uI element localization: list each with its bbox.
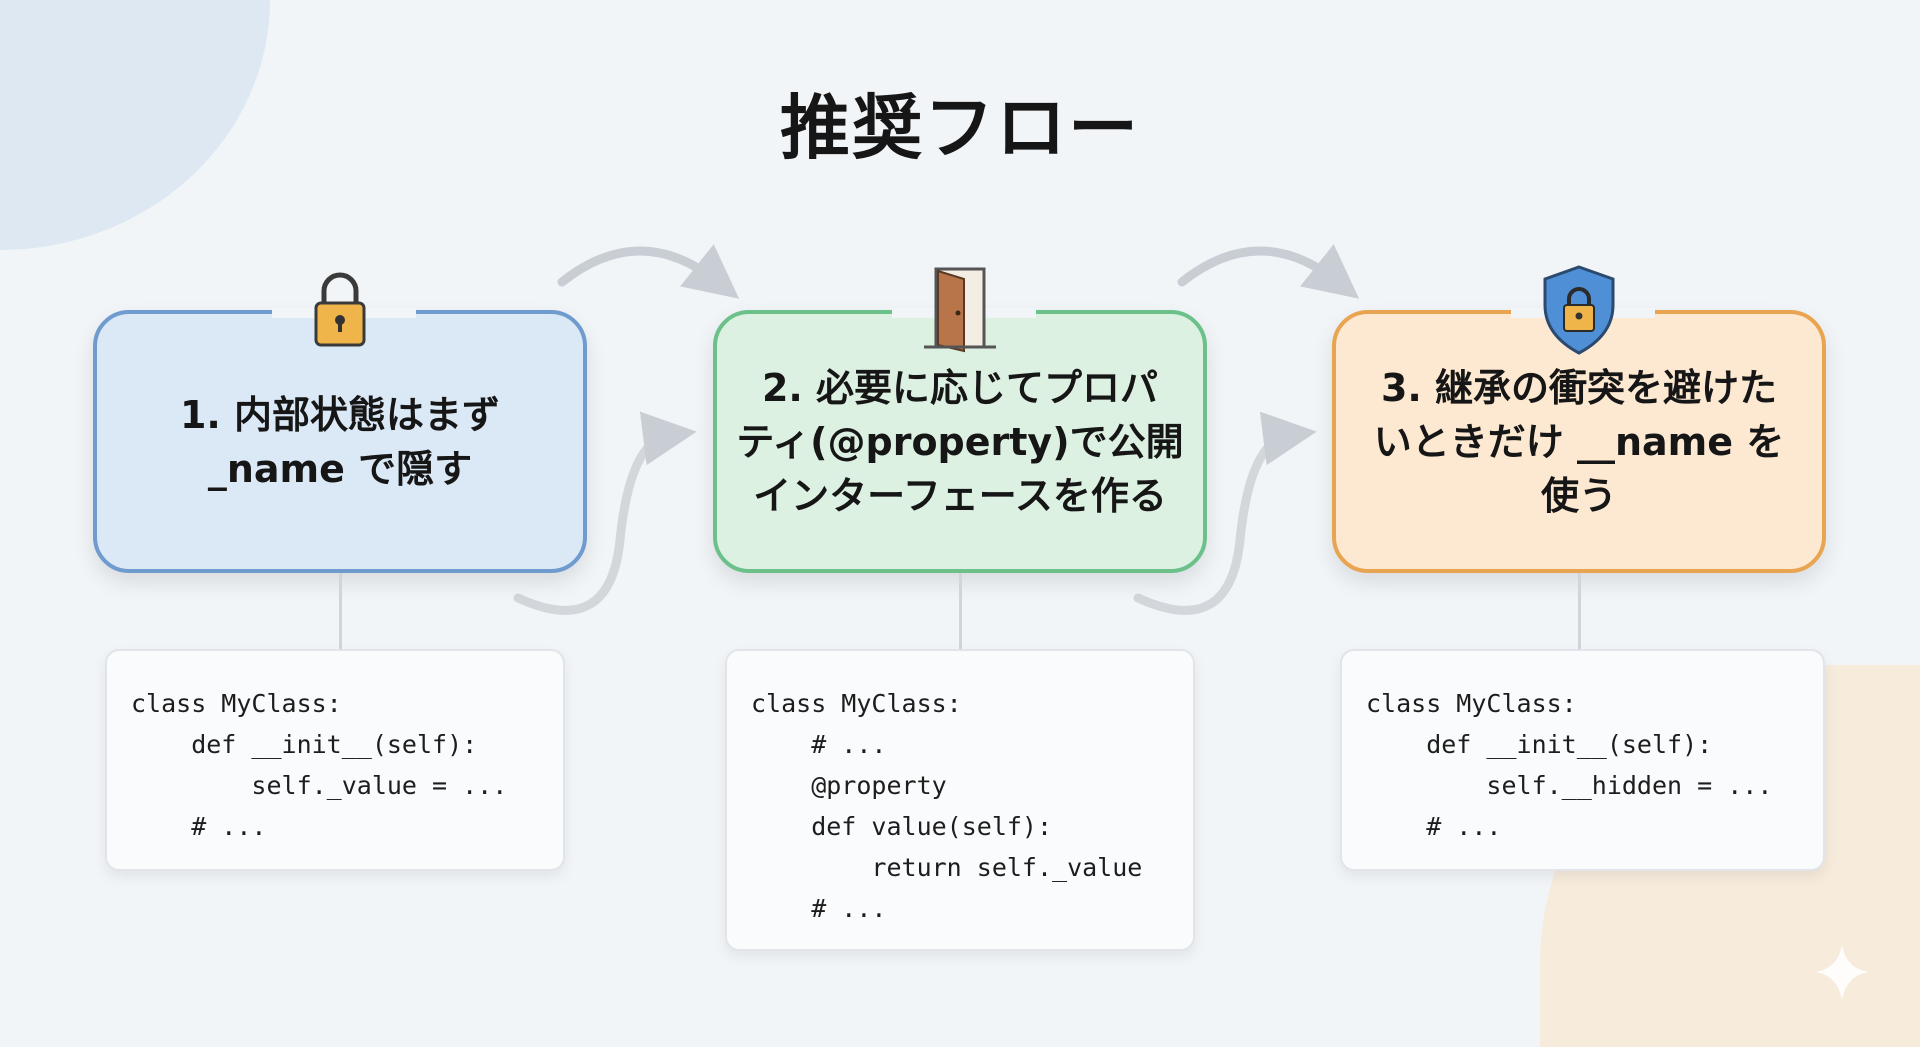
- step-1-text: 1. 内部状態はまず: [179, 392, 501, 437]
- connector-line: [1578, 573, 1581, 649]
- arrow-top-1: [557, 244, 740, 299]
- code-snippet-1: class MyClass: def __init__(self): self.…: [105, 649, 565, 871]
- step-1-card: 1. 内部状態はまず _name で隠す: [93, 308, 587, 573]
- code-text: class MyClass: def __init__(self): self.…: [1366, 689, 1773, 841]
- step-2-text: 2. 必要に応じてプロパ: [761, 365, 1159, 410]
- arrow-bottom-2: [1133, 411, 1317, 615]
- code-text: class MyClass: def __init__(self): self.…: [131, 689, 508, 841]
- step-3-card: 3. 継承の衝突を避けた いときだけ __name を 使う: [1332, 308, 1826, 573]
- code-snippet-3: class MyClass: def __init__(self): self.…: [1340, 649, 1825, 871]
- arrow-top-2: [1177, 244, 1360, 299]
- step-3-text: 3. 継承の衝突を避けた: [1380, 365, 1778, 410]
- step-3-text: いときだけ __name を: [1373, 419, 1785, 464]
- step-3-text: 使う: [1540, 473, 1617, 518]
- padlock-icon: [300, 265, 380, 355]
- code-snippet-2: class MyClass: # ... @property def value…: [725, 649, 1195, 951]
- step-2-card: 2. 必要に応じてプロパ ティ(@property)で公開 インターフェースを作…: [713, 308, 1207, 573]
- code-text: class MyClass: # ... @property def value…: [751, 689, 1143, 923]
- shield-lock-icon: [1539, 265, 1619, 355]
- arrow-bottom-1: [513, 411, 697, 615]
- connector-line: [959, 573, 962, 649]
- connector-line: [339, 573, 342, 649]
- step-1-text: _name で隠す: [207, 446, 473, 491]
- step-2-text: ティ(@property)で公開: [736, 419, 1184, 464]
- sparkle-icon: [1816, 945, 1868, 1000]
- door-icon: [920, 265, 1000, 355]
- step-2-text: インターフェースを作る: [753, 473, 1167, 518]
- page-title: 推奨フロー: [780, 87, 1140, 169]
